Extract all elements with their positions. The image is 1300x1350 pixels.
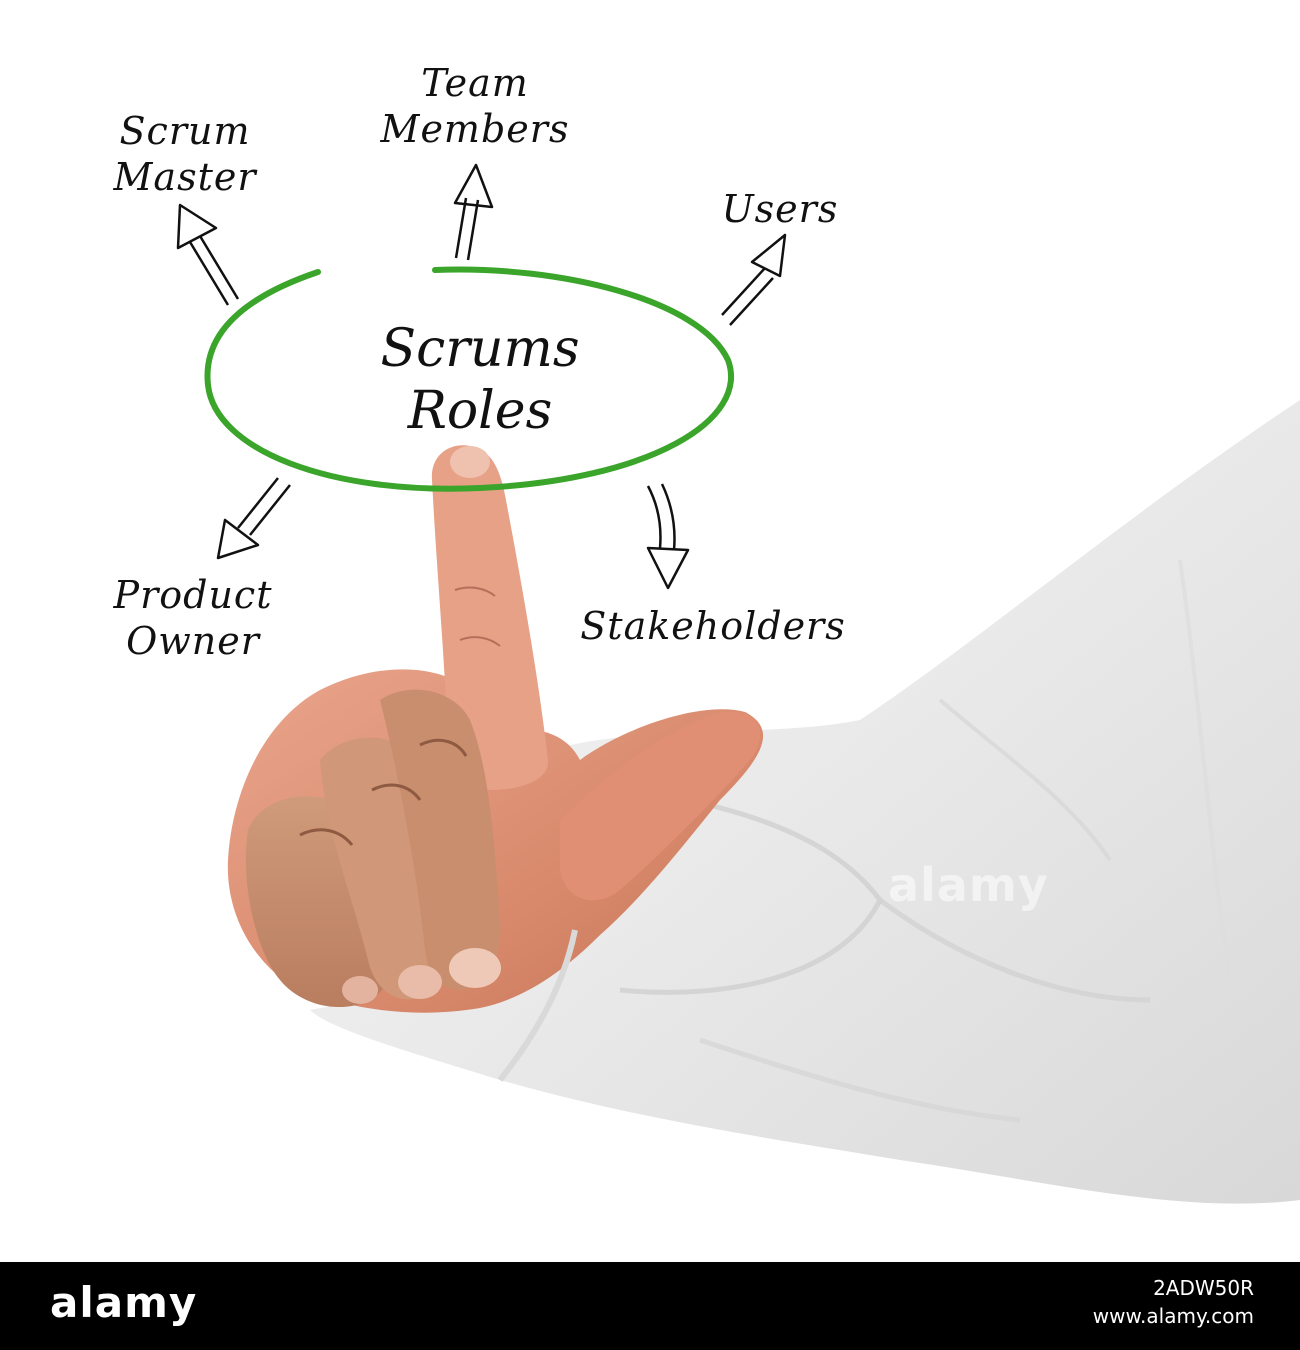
index-finger bbox=[431, 445, 549, 790]
watermark: alamy bbox=[888, 858, 1049, 912]
role-team-members: Team Members bbox=[365, 60, 585, 152]
role-product-owner-line2: Owner bbox=[126, 619, 260, 663]
arrow-stakeholders bbox=[646, 483, 690, 590]
center-label: Scrums Roles bbox=[330, 318, 630, 442]
role-team-members-line2: Members bbox=[380, 107, 570, 151]
footer-bar: alamy 2ADW50R www.alamy.com bbox=[0, 1262, 1300, 1350]
thumb bbox=[560, 711, 761, 901]
arrow-product-owner bbox=[216, 477, 291, 560]
illustration bbox=[176, 163, 1300, 1204]
center-label-line2: Roles bbox=[407, 381, 553, 441]
role-users-line1: Users bbox=[721, 187, 839, 231]
role-users: Users bbox=[705, 186, 855, 232]
footer-image-info: 2ADW50R www.alamy.com bbox=[1093, 1274, 1254, 1330]
role-stakeholders-line1: Stakeholders bbox=[580, 604, 846, 648]
role-stakeholders: Stakeholders bbox=[548, 603, 878, 649]
sleeve bbox=[310, 400, 1300, 1204]
center-label-line1: Scrums bbox=[380, 319, 580, 379]
footer-image-id: 2ADW50R bbox=[1153, 1276, 1254, 1300]
center-ellipse bbox=[204, 266, 734, 492]
role-scrum-master-line2: Master bbox=[113, 155, 257, 199]
role-scrum-master-line1: Scrum bbox=[119, 109, 251, 153]
role-product-owner: Product Owner bbox=[88, 572, 298, 664]
role-team-members-line1: Team bbox=[421, 61, 529, 105]
role-product-owner-line1: Product bbox=[113, 573, 273, 617]
footer-logo: alamy bbox=[50, 1278, 198, 1327]
arrow-scrum-master bbox=[176, 203, 240, 306]
footer-url: www.alamy.com bbox=[1092, 1304, 1254, 1328]
arrow-team-members bbox=[453, 163, 494, 261]
role-scrum-master: Scrum Master bbox=[100, 108, 270, 200]
photo-stage: Scrums Roles Scrum Master Team Members U… bbox=[88, 60, 1300, 1204]
arrow-users bbox=[721, 233, 787, 326]
